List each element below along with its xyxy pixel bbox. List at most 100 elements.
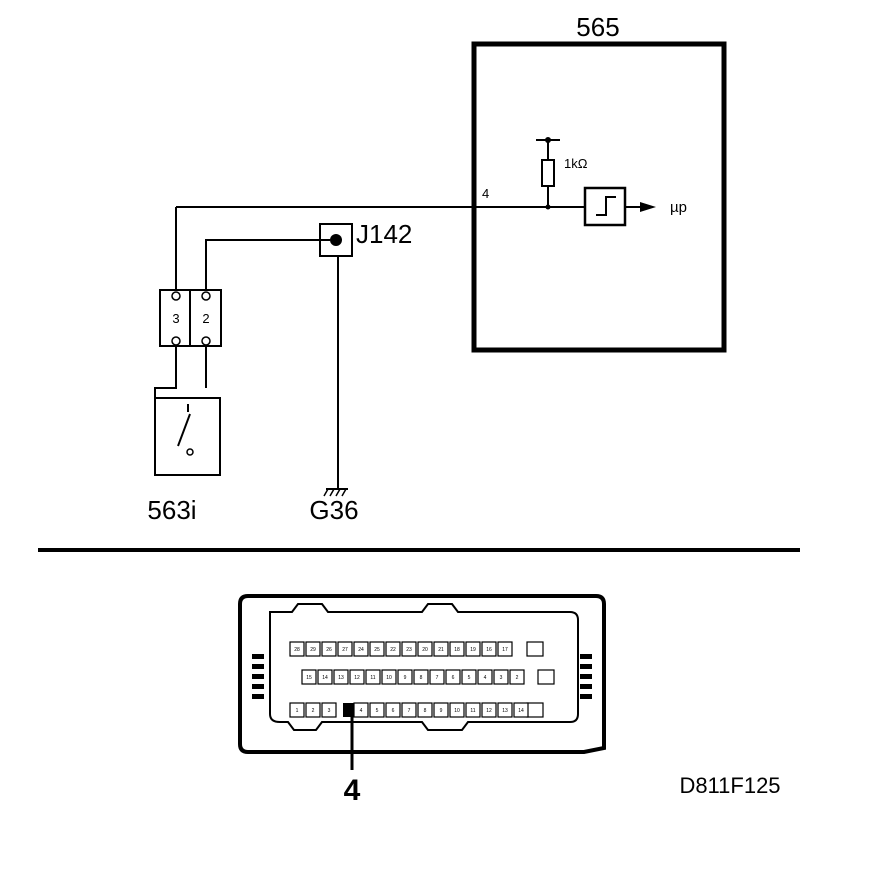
connector-cavity-label: 22	[390, 647, 396, 653]
connector-cavity: 9	[397, 669, 413, 685]
connector-cavity: 26	[321, 641, 337, 657]
connector-cavity-label: 2	[312, 708, 315, 714]
connector-cavity: 10	[449, 702, 465, 718]
connector-cavity-label: 18	[454, 647, 460, 653]
connector-cavity: 22	[385, 641, 401, 657]
connector-cavity-label: 26	[326, 647, 332, 653]
connector-cavity: 7	[401, 702, 417, 718]
connector-cavity: 29	[305, 641, 321, 657]
connector-cavity-label: 13	[338, 675, 344, 681]
connector-cavity: 3	[321, 702, 337, 718]
connector-cavity-label: 1	[296, 708, 299, 714]
connector-cavity: 7	[429, 669, 445, 685]
ecu-565-box	[471, 41, 727, 353]
connector-cavity: 14	[317, 669, 333, 685]
connector-cavity: 18	[449, 641, 465, 657]
connector-cavity: 8	[417, 702, 433, 718]
connector-cavity-label: 15	[306, 675, 312, 681]
connector-cavity-label: 2	[516, 675, 519, 681]
connector-cavity-label: 25	[374, 647, 380, 653]
connector-cavity: 11	[465, 702, 481, 718]
resistor-label: 1kΩ	[564, 156, 588, 171]
connector-cavity-label: 11	[370, 675, 375, 681]
connector-cavity-label: 29	[310, 647, 316, 653]
connector-cavity: 6	[385, 702, 401, 718]
connector-cavity-label: 12	[354, 675, 360, 681]
ecu-565-label: 565	[576, 12, 619, 42]
connector-cavity: 12	[481, 702, 497, 718]
connector-cavity-label: 9	[440, 708, 443, 714]
connector-cavity-label: 10	[454, 708, 460, 714]
connector-cavity: 17	[497, 641, 513, 657]
connector-cavity-label: 23	[406, 647, 412, 653]
connector-cavity: 21	[433, 641, 449, 657]
connector-cavity: 20	[417, 641, 433, 657]
connector-cavity: 4	[477, 669, 493, 685]
wire-pin2	[205, 239, 330, 292]
connector-cavity-label: 24	[358, 647, 364, 653]
pin4-label: 4	[482, 186, 489, 201]
connector-cavity: 14	[513, 702, 529, 718]
connector-cavity-label: 19	[470, 647, 476, 653]
connector-cavity-label: 8	[424, 708, 427, 714]
connector-cavity: 28	[289, 641, 305, 657]
connector-cavity-label: 17	[502, 647, 508, 653]
connector-cavity-label: 4	[360, 708, 363, 714]
connector-cavity-label: 5	[376, 708, 379, 714]
connector-cavity-label: 6	[452, 675, 455, 681]
connector-cavity-label: 10	[386, 675, 392, 681]
connector-cavity: 2	[305, 702, 321, 718]
connector-cavity: 11	[365, 669, 381, 685]
connector-cavity-label: 3	[500, 675, 503, 681]
connector-cavity: 25	[369, 641, 385, 657]
connector-cavity: 16	[481, 641, 497, 657]
connector-cavity: 19	[465, 641, 481, 657]
connector-cavity-label: 27	[342, 647, 348, 653]
pullup-resistor	[536, 137, 560, 210]
connector-face	[238, 594, 606, 754]
ground-label: G36	[309, 495, 358, 525]
connector-cavity: 12	[349, 669, 365, 685]
connector-cavity: 5	[369, 702, 385, 718]
connector-cavity-label: 7	[436, 675, 439, 681]
connector-cavity-label: 9	[404, 675, 407, 681]
connector-cavity: 5	[461, 669, 477, 685]
connector-cavity: 24	[353, 641, 369, 657]
connector-cavity: 4	[353, 702, 369, 718]
connector-cavity: 9	[433, 702, 449, 718]
connector-cavity: 15	[301, 669, 317, 685]
schmitt-trigger-icon	[583, 186, 656, 227]
connector-cavity: 1	[289, 702, 305, 718]
connector-pin-2: 2	[202, 311, 209, 326]
connector-cavity: 23	[401, 641, 417, 657]
connector-cavity-label: 14	[518, 708, 524, 714]
connector-cavity: 2	[509, 669, 525, 685]
connector-cavity-label: 21	[438, 647, 444, 653]
connector-cavity: 10	[381, 669, 397, 685]
connector-cavity-label: 20	[422, 647, 428, 653]
connector-cavity-label: 28	[294, 647, 300, 653]
connector-cavity-label: 11	[470, 708, 475, 714]
connector-cavity: 13	[333, 669, 349, 685]
connector-block	[159, 289, 222, 347]
output-label: µp	[670, 199, 687, 216]
connector-cavity-label: 6	[392, 708, 395, 714]
pointer-label: 4	[344, 774, 361, 807]
connector-cavity: 8	[413, 669, 429, 685]
junction-label: J142	[356, 219, 412, 249]
connector-cavity-label: 5	[468, 675, 471, 681]
connector-cavity-label: 12	[486, 708, 492, 714]
connector-cavity-label: 14	[322, 675, 328, 681]
connector-pin-3: 3	[172, 311, 179, 326]
connector-cavity: 13	[497, 702, 513, 718]
connector-row-1: 28 29 26 27 24 25 22 23 20 21 18 19 16 17	[289, 641, 513, 657]
connector-cavity-label: 4	[484, 675, 487, 681]
switch-label: 563i	[147, 495, 196, 525]
connector-cavity-label: 7	[408, 708, 411, 714]
connector-cavity: 6	[445, 669, 461, 685]
connector-cavity-label: 16	[486, 647, 492, 653]
connector-cavity-label: 3	[328, 708, 331, 714]
